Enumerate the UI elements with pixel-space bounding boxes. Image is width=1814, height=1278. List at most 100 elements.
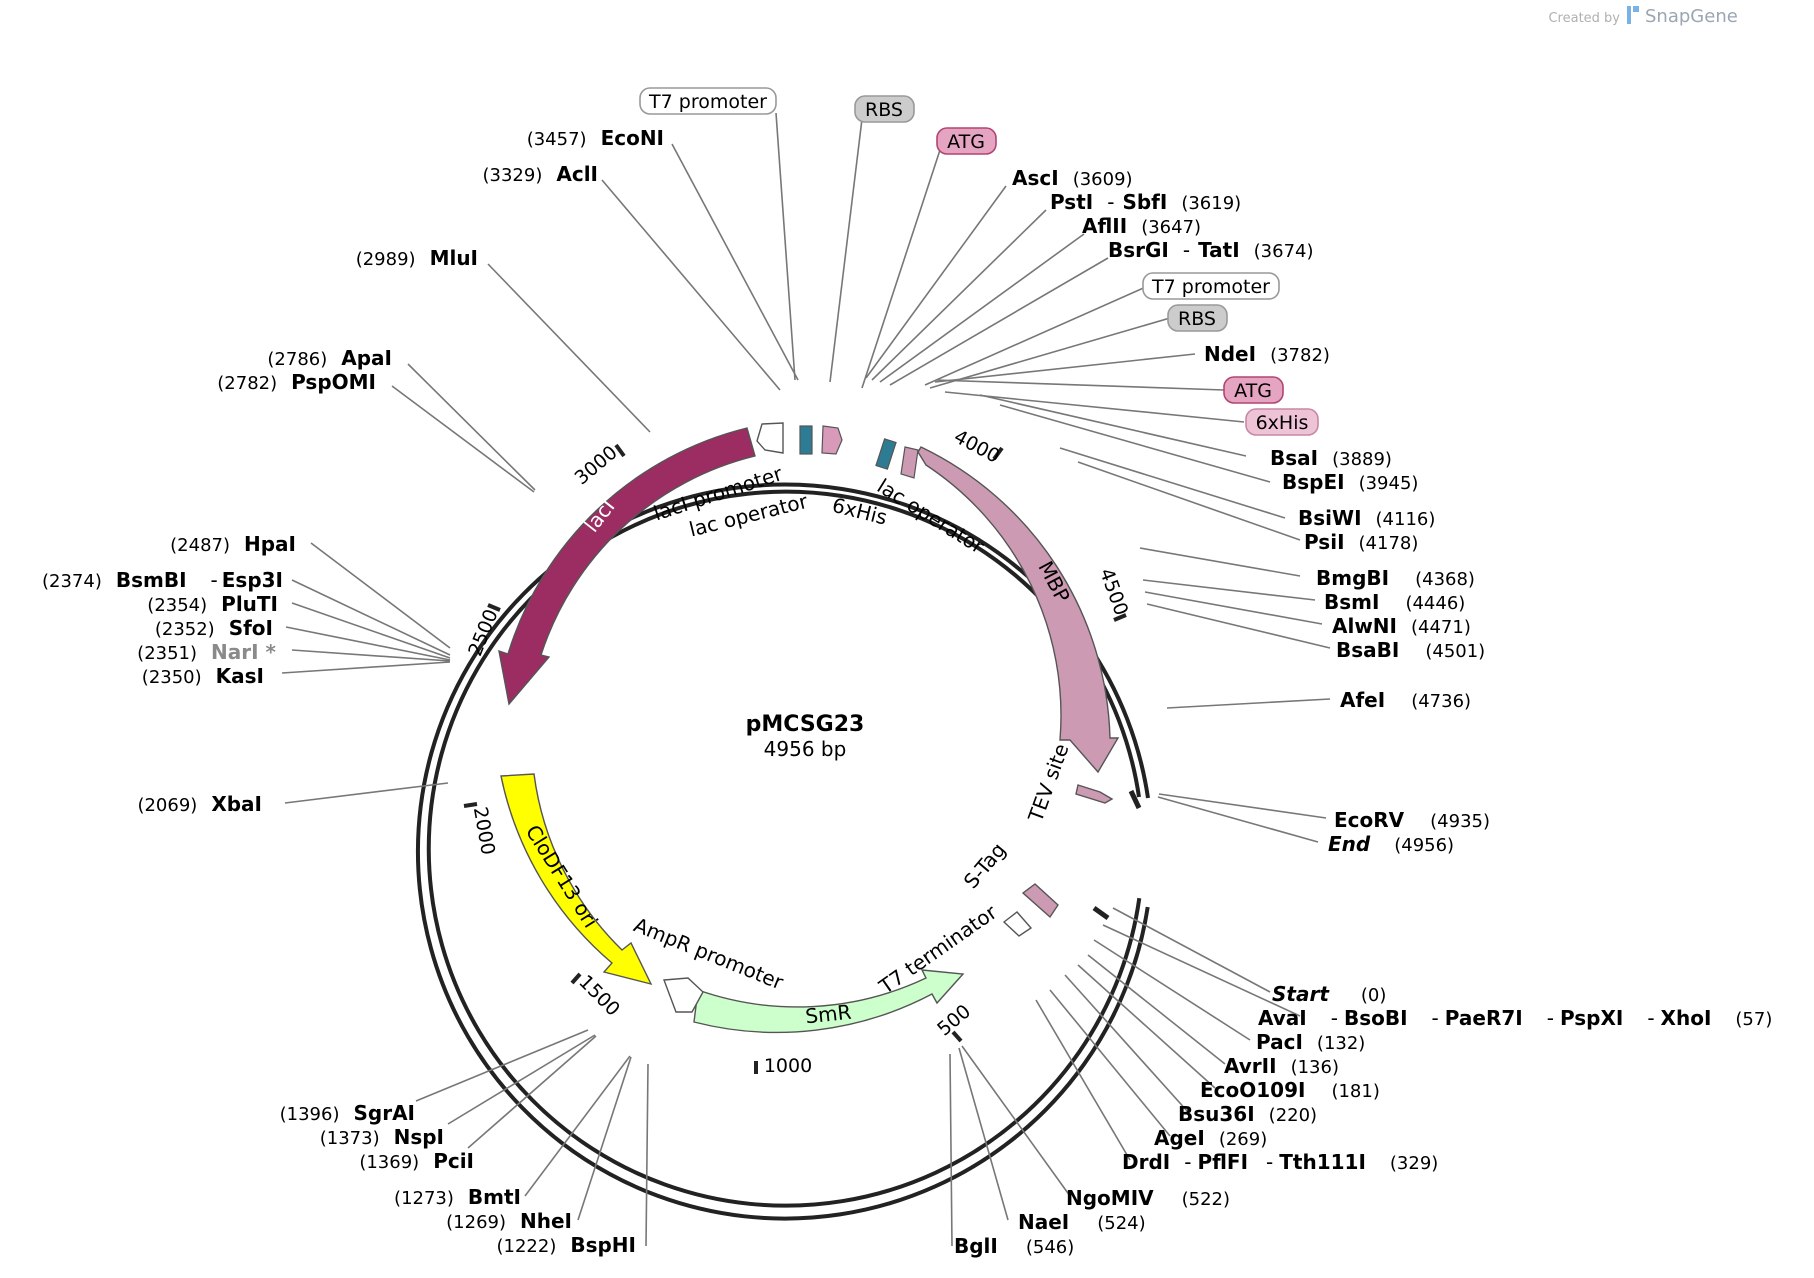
site-sgrai[interactable]: (1396)SgrAI: [280, 1101, 415, 1125]
site-kasi[interactable]: (2350)KasI: [142, 664, 264, 688]
site-acli[interactable]: (3329)AclI: [483, 162, 599, 186]
site-afei[interactable]: AfeI(4736): [1340, 688, 1471, 712]
site-ecoo109i[interactable]: EcoO109I(181): [1200, 1078, 1380, 1102]
box-atg-2-text: ATG: [1234, 380, 1272, 402]
leader-nari: [291, 649, 451, 662]
leader-pluti: [291, 602, 451, 659]
feature-t7-terminator[interactable]: [1002, 911, 1033, 937]
site-paci[interactable]: PacI(132): [1256, 1030, 1365, 1054]
site-alwni[interactable]: AlwNI(4471): [1332, 614, 1471, 638]
feature-clodf13-ori-arrow[interactable]: [500, 773, 653, 986]
site-xbai[interactable]: (2069)XbaI: [137, 792, 262, 816]
site-bmti[interactable]: (1273)BmtI: [394, 1185, 521, 1209]
site-mlui[interactable]: (2989)MluI: [356, 246, 478, 270]
site-bsu36i[interactable]: Bsu36I(220): [1178, 1102, 1317, 1126]
box-t7-promoter-1: [639, 87, 777, 115]
site-agei[interactable]: AgeI(269): [1154, 1126, 1267, 1150]
leader-atg-1: [861, 149, 941, 389]
site-bsmbi-esp3i[interactable]: (2374)BsmBI-Esp3I: [42, 568, 283, 592]
site-hpai[interactable]: (2487)HpaI: [170, 532, 296, 556]
feature-smr-arrow[interactable]: [693, 969, 965, 1034]
site-pluti[interactable]: (2354)PluTI: [147, 592, 278, 616]
site-bsabi[interactable]: BsaBI(4501): [1336, 638, 1485, 662]
box-rbs-2-text: RBS: [1178, 308, 1216, 330]
box-t7-promoter-2-text: T7 promoter: [1151, 276, 1270, 298]
site-sfoi[interactable]: (2352)SfoI: [155, 616, 273, 640]
feature-tev-site[interactable]: [1075, 784, 1114, 804]
site-start[interactable]: Start(0): [1272, 982, 1386, 1006]
site-econi[interactable]: (3457)EcoNI: [527, 126, 664, 150]
site-bsiwi[interactable]: BsiWI(4116): [1298, 506, 1435, 530]
leader-end: [1157, 796, 1319, 843]
tick-1500: [570, 972, 582, 985]
feature-tev-site-label: TEV site: [1023, 740, 1074, 825]
leader-bsmi: [1142, 579, 1316, 601]
site-bsai[interactable]: BsaI(3889): [1270, 446, 1392, 470]
leader-6xhis-2: [944, 391, 1245, 423]
tick-label-500: 500: [933, 1000, 975, 1040]
site-bmgbi[interactable]: BmgBI(4368): [1316, 566, 1475, 590]
site-apai[interactable]: (2786)ApaI: [267, 346, 392, 370]
feature-laci-promoter-arrow[interactable]: [756, 422, 784, 454]
leader-bsabi: [1146, 603, 1331, 649]
site-avai-group[interactable]: AvaI-BsoBI-PaeR7I-PspXI-XhoI(57): [1258, 1006, 1772, 1030]
site-bsphi[interactable]: (1222)BspHI: [496, 1233, 636, 1257]
site-avrii[interactable]: AvrII(136): [1224, 1054, 1339, 1078]
backbone: [415, 482, 1150, 1221]
tick-label-2500: 2500: [464, 606, 503, 659]
box-rbs-1-text: RBS: [865, 99, 903, 121]
boxed-labels: T7 promoter RBS ATG T7 promoter RBS ATG …: [639, 87, 1319, 436]
site-nspi[interactable]: (1373)NspI: [320, 1125, 444, 1149]
leader-drdi: [1035, 999, 1131, 1161]
site-drdi-group[interactable]: DrdI-PflFI-Tth111I(329): [1122, 1150, 1438, 1174]
leader-bgli: [949, 1053, 953, 1247]
box-rbs-1: [854, 95, 915, 123]
site-ndei[interactable]: NdeI(3782): [1204, 342, 1330, 366]
leader-ndei: [934, 353, 1196, 383]
box-6xhis-2-text: 6xHis: [1256, 412, 1309, 434]
feature-lac-operator-right[interactable]: [875, 438, 897, 470]
site-naei[interactable]: NaeI(524): [1018, 1210, 1146, 1234]
feature-ampr-promoter[interactable]: [663, 977, 704, 1013]
credit-brand: SnapGene: [1645, 6, 1738, 27]
sites-left: (3457)EcoNI (3329)AclI (2989)MluI (2786)…: [42, 126, 664, 1257]
leader-bmti: [524, 1055, 631, 1197]
feature-s-tag[interactable]: [1021, 883, 1059, 919]
site-psii[interactable]: PsiI(4178): [1304, 530, 1418, 554]
feature-rbs-block[interactable]: [900, 446, 919, 479]
site-bsmi[interactable]: BsmI(4446): [1324, 590, 1465, 614]
feature-laci-arrow[interactable]: [498, 427, 756, 706]
leader-start: [1112, 907, 1271, 993]
tick-2000: [463, 802, 478, 808]
tick-4500: [1113, 613, 1127, 622]
site-bgli[interactable]: BglI(546): [954, 1234, 1074, 1258]
tick-label-2000: 2000: [469, 805, 499, 856]
feature-6xhis[interactable]: [821, 425, 843, 455]
site-nhei[interactable]: (1269)NheI: [446, 1209, 572, 1233]
leader-afei: [1166, 698, 1331, 709]
site-pcii[interactable]: (1369)PciI: [359, 1149, 474, 1173]
feature-smr-label: SmR: [804, 1000, 852, 1029]
site-psti-sbfi[interactable]: PstI-SbfI(3619): [1050, 190, 1241, 214]
site-nari[interactable]: (2351)NarI *: [137, 640, 276, 664]
feature-lac-operator-left[interactable]: [799, 425, 813, 455]
box-t7-promoter-2: [1142, 272, 1280, 300]
tick-label-4000: 4000: [950, 426, 1003, 468]
backbone-start-cap: [1092, 905, 1110, 921]
plasmid-center: pMCSG23 4956 bp: [746, 712, 865, 761]
site-bsrgi-tati[interactable]: BsrGI-TatI(3674): [1108, 238, 1314, 262]
site-ecorv[interactable]: EcoRV(4935): [1334, 808, 1490, 832]
tick-label-1500: 1500: [574, 971, 624, 1021]
site-pspomi[interactable]: (2782)PspOMI: [217, 370, 376, 394]
site-bspei[interactable]: BspEI(3945): [1282, 470, 1418, 494]
feature-mbp-arrow[interactable]: [917, 446, 1120, 774]
leader-bsphi: [645, 1063, 649, 1247]
site-end[interactable]: End(4956): [1328, 832, 1454, 856]
site-asci[interactable]: AscI(3609): [1012, 166, 1133, 190]
site-aflii[interactable]: AflII(3647): [1082, 214, 1201, 238]
snapgene-logo-mark-icon: [1633, 6, 1639, 12]
box-rbs-2: [1167, 304, 1228, 332]
site-ngomiv[interactable]: NgoMIV(522): [1066, 1186, 1230, 1210]
box-atg-2: [1223, 376, 1284, 404]
leader-psti: [871, 209, 1047, 381]
